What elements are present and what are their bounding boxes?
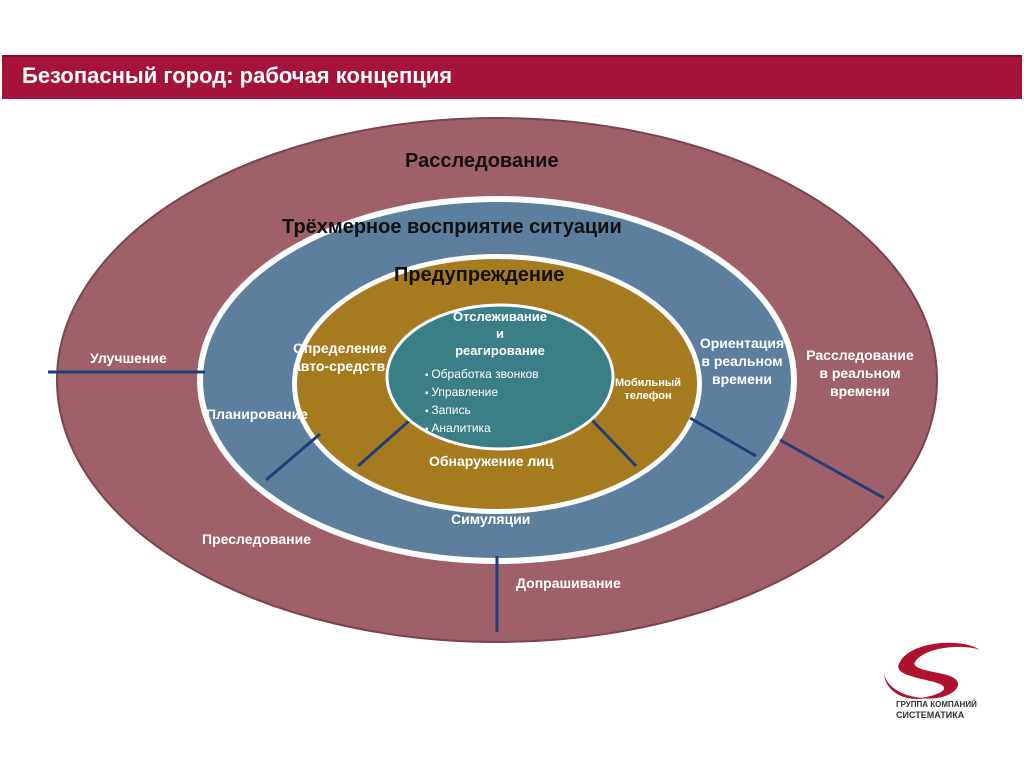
label-tracking-response: Отслеживание и реагирование	[452, 309, 547, 358]
label-prevention: Предупреждение	[394, 264, 565, 286]
label-realtime-investigation: Расследование в реальном времени	[806, 347, 914, 399]
label-vehicle-detection: Определение авто-средств	[293, 340, 387, 374]
title-bar: Безопасный город: рабочая концепция	[2, 55, 1022, 99]
divider-mid-right	[689, 416, 757, 458]
label-face-detection: Обнаружение лиц	[429, 453, 554, 469]
logo-text-group: ГРУППА КОМПАНИЙ	[896, 700, 977, 709]
divider-outer-bottom-left	[265, 432, 321, 482]
label-interrogation: Допрашивание	[516, 575, 621, 591]
label-realtime-orientation: Ориентация в реальном времени	[699, 335, 785, 387]
label-simulations: Симуляции	[451, 511, 531, 527]
list-item: Запись	[425, 402, 539, 420]
label-improvement: Улучшение	[90, 350, 167, 366]
label-3d-perception: Трёхмерное восприятие ситуации	[282, 216, 622, 238]
divider-inner-right	[588, 416, 638, 468]
core-bullet-list: Обработка звонков Управление Запись Анал…	[425, 366, 539, 438]
label-mobile-phone: Мобильный телефон	[615, 377, 681, 402]
label-pursuit: Преследование	[202, 531, 311, 547]
label-planning: Планирование	[206, 406, 308, 422]
divider-outer-right	[779, 438, 885, 500]
divider-inner-left	[357, 418, 411, 468]
page-title: Безопасный город: рабочая концепция	[22, 63, 453, 88]
list-item: Управление	[425, 384, 539, 402]
company-logo-icon	[884, 642, 980, 699]
label-investigation: Расследование	[405, 150, 559, 172]
list-item: Обработка звонков	[425, 366, 538, 384]
list-item: Аналитика	[425, 420, 539, 438]
logo-text-name: СИСТЕМАТИКА	[896, 710, 965, 720]
